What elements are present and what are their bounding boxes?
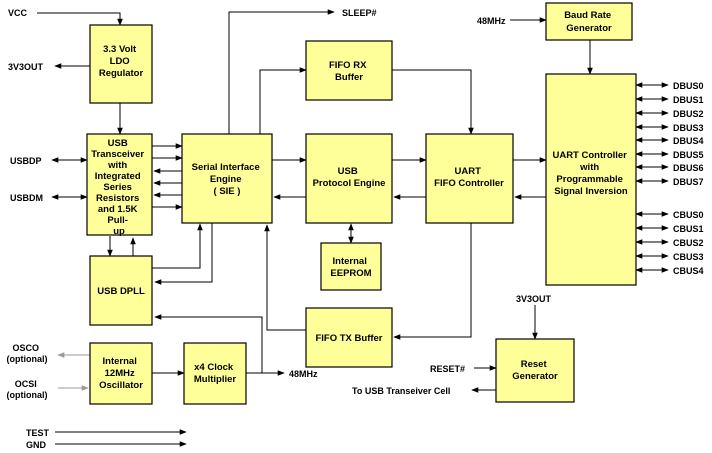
usbdp-label: USBDP <box>10 156 42 166</box>
dbus-labels: DBUS0 DBUS1 DBUS2 DBUS3 DBUS4 DBUS5 DBUS… <box>673 81 704 187</box>
fifo-rx-label: FIFO RX Buffer <box>329 60 369 83</box>
wire-fifotx-sie <box>264 224 306 331</box>
baud-rate-block <box>545 2 633 41</box>
wire-uartfifo-fifotx <box>393 223 472 340</box>
cbus-wires <box>635 211 669 273</box>
sie-block <box>181 133 273 224</box>
v3v3out-right-label: 3V3OUT <box>516 294 552 304</box>
reset-label: RESET# <box>430 364 465 374</box>
uart-controller-block <box>545 73 637 286</box>
blocks: 3.3 Volt LDO Regulator USB Transceiver w… <box>86 2 637 405</box>
cbus3-label: CBUS3 <box>673 252 704 262</box>
dbus1-label: DBUS1 <box>673 95 704 105</box>
usb-transceiver-block <box>86 133 153 236</box>
dbus6-label: DBUS6 <box>673 163 704 173</box>
signal-labels: VCC 3V3OUT USBDP USBDM SLEEP# 48MHz 48MH… <box>7 8 704 450</box>
wire-sie-fiforx <box>259 67 307 134</box>
wire-vcc-ldo <box>37 12 123 26</box>
test-label: TEST <box>26 428 50 438</box>
wire-sie-sleep <box>228 9 335 134</box>
cbus0-label: CBUS0 <box>673 210 704 220</box>
fifo-tx-label: FIFO TX Buffer <box>315 333 382 344</box>
dbus2-label: DBUS2 <box>673 109 704 119</box>
sleep-label: SLEEP# <box>342 8 377 18</box>
wire-dpll-sie <box>152 223 203 269</box>
dbus7-label: DBUS7 <box>673 177 704 187</box>
ldo-regulator-block <box>89 24 153 104</box>
oscillator-label: Internal 12MHz Oscillator <box>99 356 143 391</box>
baud-rate-label: Baud Rate Generator <box>564 10 614 34</box>
fifo-rx-block <box>305 40 393 101</box>
reset-generator-label: Reset Generator <box>512 359 558 382</box>
gnd-label: GND <box>26 440 47 450</box>
usb-dpll-block <box>89 255 153 326</box>
mhz48-bottom-label: 48MHz <box>289 369 318 379</box>
uart-controller-label: UART Controller with Programmable Signal… <box>552 150 629 197</box>
osco-label: OSCO (optional) <box>7 343 48 364</box>
cbus4-label: CBUS4 <box>673 266 704 276</box>
usb-transceiver-label: USB Transceiver with Integrated Series R… <box>91 138 146 237</box>
ldo-regulator-label: 3.3 Volt LDO Regulator <box>99 44 144 79</box>
cbus-labels: CBUS0 CBUS1 CBUS2 CBUS3 CBUS4 <box>673 210 704 276</box>
wire-48mhz-dpll <box>154 314 263 373</box>
dbus5-label: DBUS5 <box>673 150 704 160</box>
wire-sie-dpll <box>154 223 213 285</box>
oscillator-block <box>89 342 153 405</box>
uart-fifo-label: UART FIFO Controller <box>434 166 504 189</box>
eeprom-block <box>320 242 382 291</box>
cbus2-label: CBUS2 <box>673 238 704 248</box>
sie-label: Serial Interface Engine ( SIE ) <box>192 162 263 197</box>
wire-fiforx-uartfifo <box>392 69 474 135</box>
usbdm-label: USBDM <box>10 193 43 203</box>
uart-fifo-block <box>425 133 514 224</box>
connections <box>37 9 669 447</box>
cbus1-label: CBUS1 <box>673 224 704 234</box>
usb-protocol-block <box>305 133 393 224</box>
dbus0-label: DBUS0 <box>673 81 704 91</box>
v3v3out-left-label: 3V3OUT <box>8 62 44 72</box>
eeprom-label: Internal EEPROM <box>330 256 371 279</box>
usb-protocol-label: USB Protocol Engine <box>313 166 386 189</box>
clock-multiplier-block <box>183 342 247 405</box>
osci-label: OCSI (optional) <box>7 379 48 400</box>
dbus3-label: DBUS3 <box>673 123 704 133</box>
dbus4-label: DBUS4 <box>673 136 704 146</box>
reset-generator-block <box>495 338 575 403</box>
usb-dpll-label: USB DPLL <box>97 286 145 297</box>
clock-multiplier-label: x4 Clock Multiplier <box>194 362 237 385</box>
vcc-label: VCC <box>8 8 28 18</box>
dbus-wires <box>635 82 669 184</box>
mhz48-top-label: 48MHz <box>477 16 506 26</box>
fifo-tx-block <box>305 307 393 368</box>
to-usb-transceiver-label: To USB Transeiver Cell <box>352 386 450 396</box>
